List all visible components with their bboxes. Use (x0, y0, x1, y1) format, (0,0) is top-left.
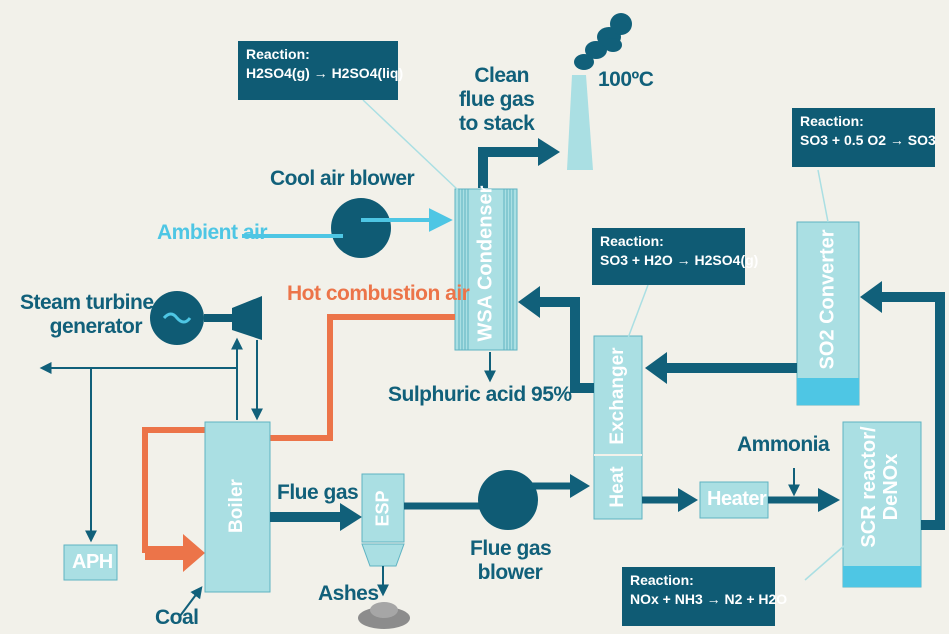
so2-converter-label: SO2 Converter (816, 229, 839, 370)
reaction-equation: SO3 + 0.5 O2 → SO3 (800, 131, 936, 148)
clean-gas-arrow (478, 147, 540, 188)
steam-turbine-line-1: Steam turbine (20, 291, 154, 314)
reaction-equation: NOx + NH3 → N2 + H2O (630, 590, 788, 607)
sulphuric-acid-label: Sulphuric acid 95% (388, 383, 572, 406)
reaction-box-so2: Reaction: SO3 + 0.5 O2 → SO3 (792, 108, 936, 167)
heater-label: Heater (707, 488, 767, 510)
steam-turbine-label: Steam turbine generator (20, 291, 154, 339)
clean-flue-gas-label: Clean flue gas to stack (459, 64, 535, 136)
ammonia-label: Ammonia (737, 433, 830, 456)
flue-gas-blower-line-2: blower (477, 561, 543, 584)
reaction-title: Reaction: (630, 572, 694, 588)
aph-label: APH (72, 551, 113, 573)
cool-air-blower-label: Cool air blower (270, 167, 415, 190)
boiler-label: Boiler (226, 479, 247, 533)
hot-combustion-air-label: Hot combustion air (287, 282, 470, 305)
blower-icon (331, 198, 391, 258)
clean-line-2: flue gas (459, 88, 535, 111)
flue-gas-blower-label: Flue gas blower (470, 537, 552, 585)
aph-unit (63, 544, 118, 581)
reaction-equation: H2SO4(g) → H2SO4(liq) (246, 64, 404, 81)
ambient-air-label: Ambient air (157, 221, 268, 244)
smoke-icon (574, 13, 632, 70)
reaction-box-scr: Reaction: NOx + NH3 → N2 + H2O (622, 567, 788, 626)
heat-exchanger-unit (593, 335, 643, 520)
ash-pile-icon (358, 602, 410, 629)
reaction-title: Reaction: (600, 233, 664, 249)
flue-gas-blower-line-1: Flue gas (470, 537, 552, 560)
reaction-equation: SO3 + H2O → H2SO4(g) (600, 251, 759, 268)
turbine-icon (232, 296, 262, 340)
steam-turbine-line-2: generator (49, 315, 143, 338)
reaction-title: Reaction: (800, 113, 864, 129)
esp-label: ESP (372, 490, 393, 527)
ashes-label: Ashes (318, 582, 379, 605)
exchanger-label: Exchanger (607, 347, 628, 445)
heater-unit (699, 481, 769, 519)
clean-line-1: Clean (474, 64, 529, 87)
scr-reactor-label: SCR reactor/ DeNOx (858, 422, 902, 552)
reaction-box-heat-exchanger: Reaction: SO3 + H2O → H2SO4(g) (592, 228, 759, 285)
stack-icon (567, 75, 593, 170)
temperature-label: 100ºC (598, 68, 654, 91)
reaction-title: Reaction: (246, 46, 310, 62)
esp-unit (361, 473, 405, 543)
so2-converter-unit (796, 221, 860, 406)
flue-gas-blower-icon (478, 470, 538, 530)
coal-label: Coal (155, 606, 199, 629)
hot-air-line (270, 314, 455, 441)
reaction-box-wsa: Reaction: H2SO4(g) → H2SO4(liq) (238, 41, 404, 100)
heat-label: Heat (607, 466, 628, 508)
wsa-condenser-label: WSA Condenser (474, 185, 497, 342)
flue-gas-label: Flue gas (277, 481, 359, 504)
scr-line-2: DeNOx (880, 453, 902, 521)
scr-reactor-unit (842, 421, 922, 588)
boiler-unit (204, 421, 271, 593)
clean-line-3: to stack (459, 112, 535, 135)
scr-line-1: SCR reactor/ (858, 426, 880, 548)
